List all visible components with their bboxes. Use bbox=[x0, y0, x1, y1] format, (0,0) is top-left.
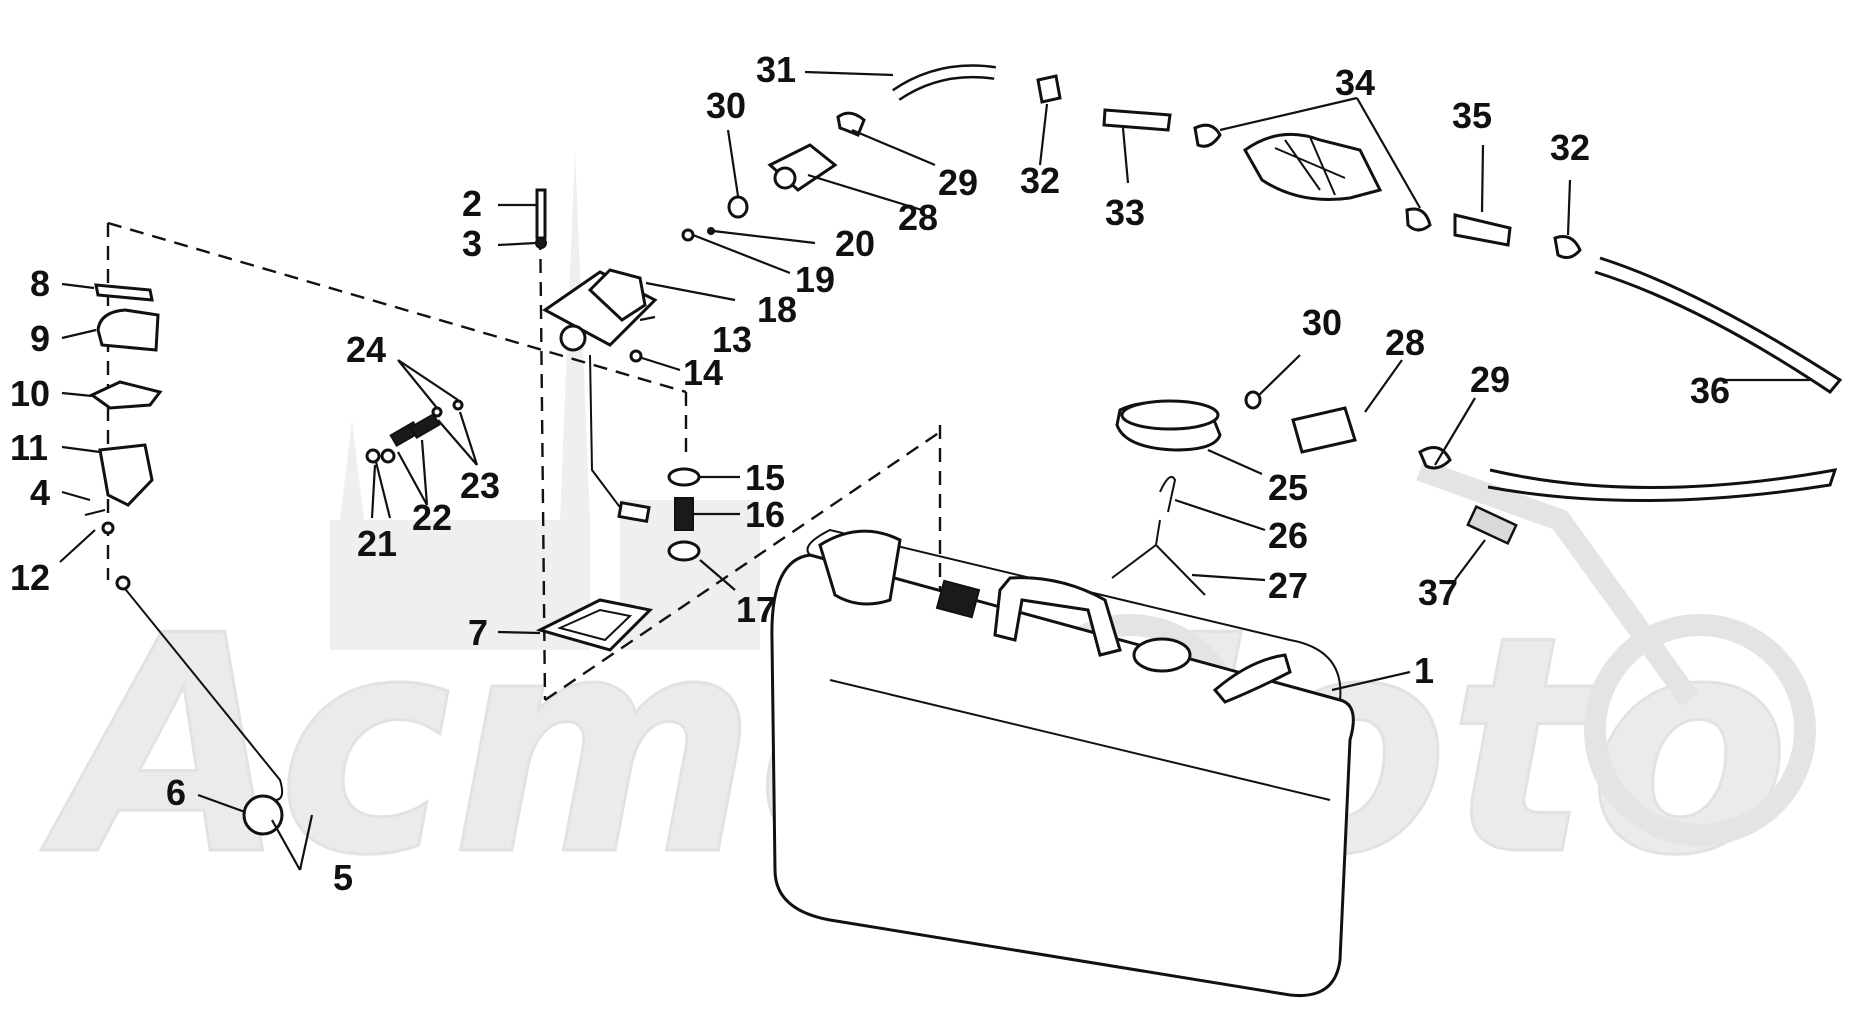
callout-16: 16 bbox=[745, 494, 785, 535]
callout-29a: 29 bbox=[938, 162, 978, 203]
fuel-tank-part bbox=[770, 528, 1355, 998]
callout-14: 14 bbox=[683, 352, 723, 393]
callout-1: 1 bbox=[1414, 650, 1434, 691]
callout-36: 36 bbox=[1690, 370, 1730, 411]
sender-assembly bbox=[535, 188, 715, 524]
callout-20: 20 bbox=[835, 223, 875, 264]
callout-34: 34 bbox=[1335, 62, 1375, 103]
fuel-line-connectors bbox=[727, 64, 1582, 260]
callout-32b: 32 bbox=[1550, 127, 1590, 168]
callout-25: 25 bbox=[1268, 467, 1308, 508]
leader-lines bbox=[59, 70, 1810, 871]
callout-7: 7 bbox=[468, 612, 488, 653]
callout-12: 12 bbox=[10, 557, 50, 598]
callout-23: 23 bbox=[460, 465, 500, 506]
callout-3: 3 bbox=[462, 223, 482, 264]
callout-24: 24 bbox=[346, 329, 386, 370]
callout-32a: 32 bbox=[1020, 160, 1060, 201]
callout-27: 27 bbox=[1268, 565, 1308, 606]
callout-15: 15 bbox=[745, 457, 785, 498]
callout-35: 35 bbox=[1452, 95, 1492, 136]
callout-21: 21 bbox=[357, 523, 397, 564]
callout-8: 8 bbox=[30, 263, 50, 304]
float-arm-assembly bbox=[84, 283, 284, 836]
callout-10: 10 bbox=[10, 373, 50, 414]
callout-17: 17 bbox=[736, 589, 776, 630]
callout-37: 37 bbox=[1418, 572, 1458, 613]
callout-26: 26 bbox=[1268, 515, 1308, 556]
callout-9: 9 bbox=[30, 318, 50, 359]
callout-2: 2 bbox=[462, 183, 482, 224]
gasket-part bbox=[535, 598, 654, 652]
callout-18: 18 bbox=[757, 289, 797, 330]
callout-6: 6 bbox=[166, 772, 186, 813]
callout-5: 5 bbox=[333, 857, 353, 898]
assembly-dashed-lines bbox=[106, 212, 942, 701]
callout-28b: 28 bbox=[1385, 322, 1425, 363]
callout-4: 4 bbox=[30, 472, 50, 513]
callout-28a: 28 bbox=[898, 197, 938, 238]
callout-29b: 29 bbox=[1470, 359, 1510, 400]
cap-and-hose-parts bbox=[1111, 256, 1843, 596]
vent-valve-small-parts bbox=[365, 399, 464, 464]
callout-30a: 30 bbox=[706, 85, 746, 126]
callout-31: 31 bbox=[756, 49, 796, 90]
callout-19: 19 bbox=[795, 259, 835, 300]
callout-30b: 30 bbox=[1302, 302, 1342, 343]
callout-11: 11 bbox=[10, 427, 48, 468]
callout-33: 33 bbox=[1105, 192, 1145, 233]
callout-labels: 1 2 3 4 5 6 7 8 9 10 11 12 13 14 15 16 1… bbox=[10, 49, 1730, 898]
check-valve-parts bbox=[667, 467, 701, 562]
callout-13: 13 bbox=[712, 319, 752, 360]
callout-22: 22 bbox=[412, 497, 452, 538]
